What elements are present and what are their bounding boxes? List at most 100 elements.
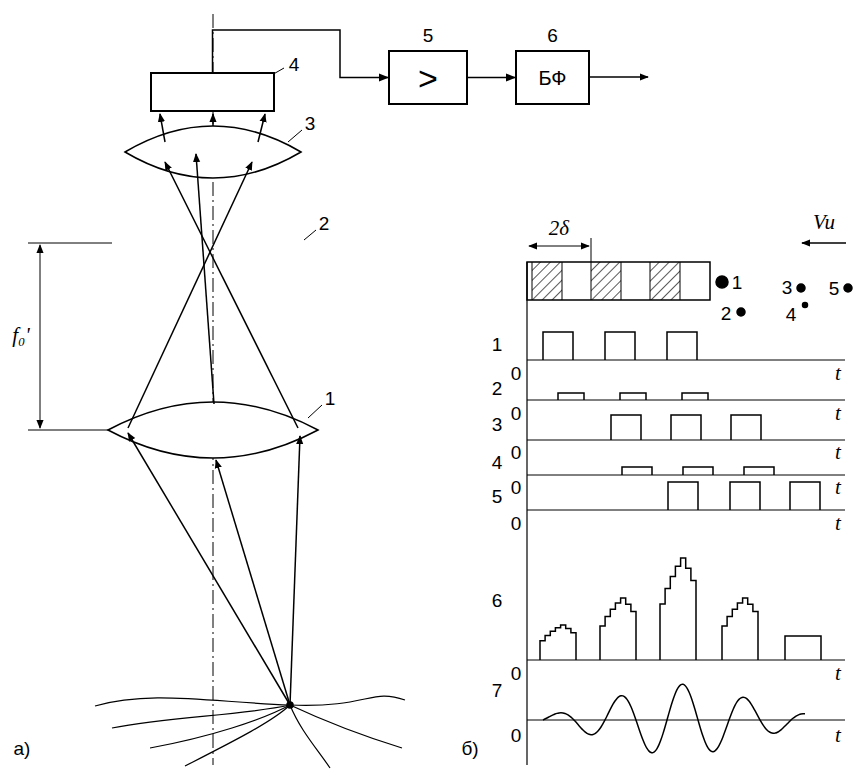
- terrain: [290, 705, 402, 748]
- drawing-stroke: [28, 14, 852, 768]
- row-number: 1: [492, 335, 503, 354]
- filtered-signal: [543, 684, 805, 752]
- drawing-stroke: [650, 262, 651, 300]
- row-number: 4: [492, 453, 503, 472]
- raster-stripe: [650, 262, 680, 300]
- dimension-label: 2δ: [549, 218, 569, 239]
- focal-dimension: [40, 245, 41, 428]
- box-symbol: >: [418, 61, 438, 95]
- signal-wire: [468, 77, 515, 79]
- signal-pulse: [683, 467, 713, 475]
- row-number: 7: [492, 681, 503, 700]
- raster: [527, 262, 710, 300]
- terrain: [290, 705, 330, 768]
- time-axis-label: t: [835, 363, 841, 384]
- ray: [196, 154, 214, 404]
- row-number: 3: [492, 415, 503, 434]
- leader-line: [304, 230, 316, 240]
- axis-origin: 0: [511, 404, 522, 423]
- time-axis-label: t: [835, 663, 841, 684]
- period-dimension: [529, 246, 589, 247]
- terrain: [150, 705, 290, 748]
- ray: [128, 433, 290, 705]
- image-point: [737, 308, 745, 316]
- callout-number: 2: [319, 214, 330, 233]
- drawing-stroke: [28, 243, 112, 244]
- axis-origin: 0: [511, 726, 522, 745]
- callout-number: 6: [547, 26, 558, 45]
- photodetector-box: 4: [150, 72, 275, 112]
- drawing-stroke: [540, 332, 821, 753]
- drawing-stroke: [680, 262, 681, 300]
- row-number: 6: [492, 591, 503, 610]
- image-point: [803, 303, 808, 308]
- image-point: [797, 284, 805, 292]
- axis-origin: 0: [511, 364, 522, 383]
- drawing-stroke: [591, 262, 592, 300]
- leader-line: [308, 405, 322, 418]
- objective-lens: [108, 402, 318, 458]
- time-axis: [526, 262, 527, 765]
- baseline: [527, 475, 845, 476]
- ray: [160, 114, 165, 142]
- raster-stripe: [532, 262, 562, 300]
- signal-wire: [213, 30, 389, 78]
- signal-pulse: [744, 467, 774, 475]
- velocity-arrow: [802, 242, 846, 244]
- signal-pulse: [543, 332, 573, 360]
- ray: [212, 114, 214, 126]
- image-point: [844, 284, 852, 292]
- ray: [165, 162, 298, 428]
- part-label: а): [14, 739, 31, 758]
- callout-number: 5: [423, 26, 434, 45]
- ray: [216, 460, 290, 705]
- ray: [128, 162, 252, 428]
- signal-pulse: [620, 393, 646, 400]
- condenser-lens: [125, 126, 301, 178]
- signal-pulse: [682, 393, 708, 400]
- amplifier-box: >5: [388, 50, 468, 105]
- axis-origin: 0: [511, 514, 522, 533]
- summed-signal: [785, 636, 821, 660]
- row-number: 5: [492, 487, 503, 506]
- drawing-stroke: [591, 238, 592, 262]
- part-label: б): [461, 739, 478, 758]
- callout-number: 3: [305, 114, 316, 133]
- terrain: [95, 696, 405, 706]
- point-number: 2: [721, 304, 732, 323]
- box-symbol: БФ: [538, 68, 566, 88]
- drawing-stroke: [532, 262, 533, 300]
- summed-signal: [540, 625, 576, 660]
- output-arrow: [590, 76, 648, 78]
- signal-pulse: [671, 415, 701, 440]
- axis-origin: 0: [511, 443, 522, 462]
- signal-pulse: [611, 415, 641, 440]
- summed-signal: [660, 558, 696, 660]
- point-number: 1: [732, 273, 743, 292]
- ray: [258, 114, 265, 142]
- signal-pulse: [730, 482, 760, 510]
- callout-number: 1: [325, 389, 336, 408]
- summed-signal: [600, 598, 636, 660]
- drawing-stroke: [562, 262, 563, 300]
- leader-line: [288, 130, 302, 142]
- bandpass-filter-box: БФ6: [515, 50, 590, 105]
- time-axis-label: t: [835, 403, 841, 424]
- point-number: 5: [829, 279, 840, 298]
- dimension-label: f₀': [10, 324, 32, 347]
- signal-pulse: [790, 482, 820, 510]
- point-number: 3: [782, 278, 793, 297]
- drawing-stroke: [621, 262, 622, 300]
- summed-signal: [722, 598, 758, 660]
- image-point: [716, 276, 728, 288]
- time-axis-label: t: [835, 442, 841, 463]
- raster-stripe: [591, 262, 621, 300]
- point-number: 4: [786, 305, 797, 324]
- signal-pulse: [605, 332, 635, 360]
- signal-pulse: [668, 482, 698, 510]
- signal-pulse: [558, 393, 584, 400]
- baseline: [527, 360, 845, 361]
